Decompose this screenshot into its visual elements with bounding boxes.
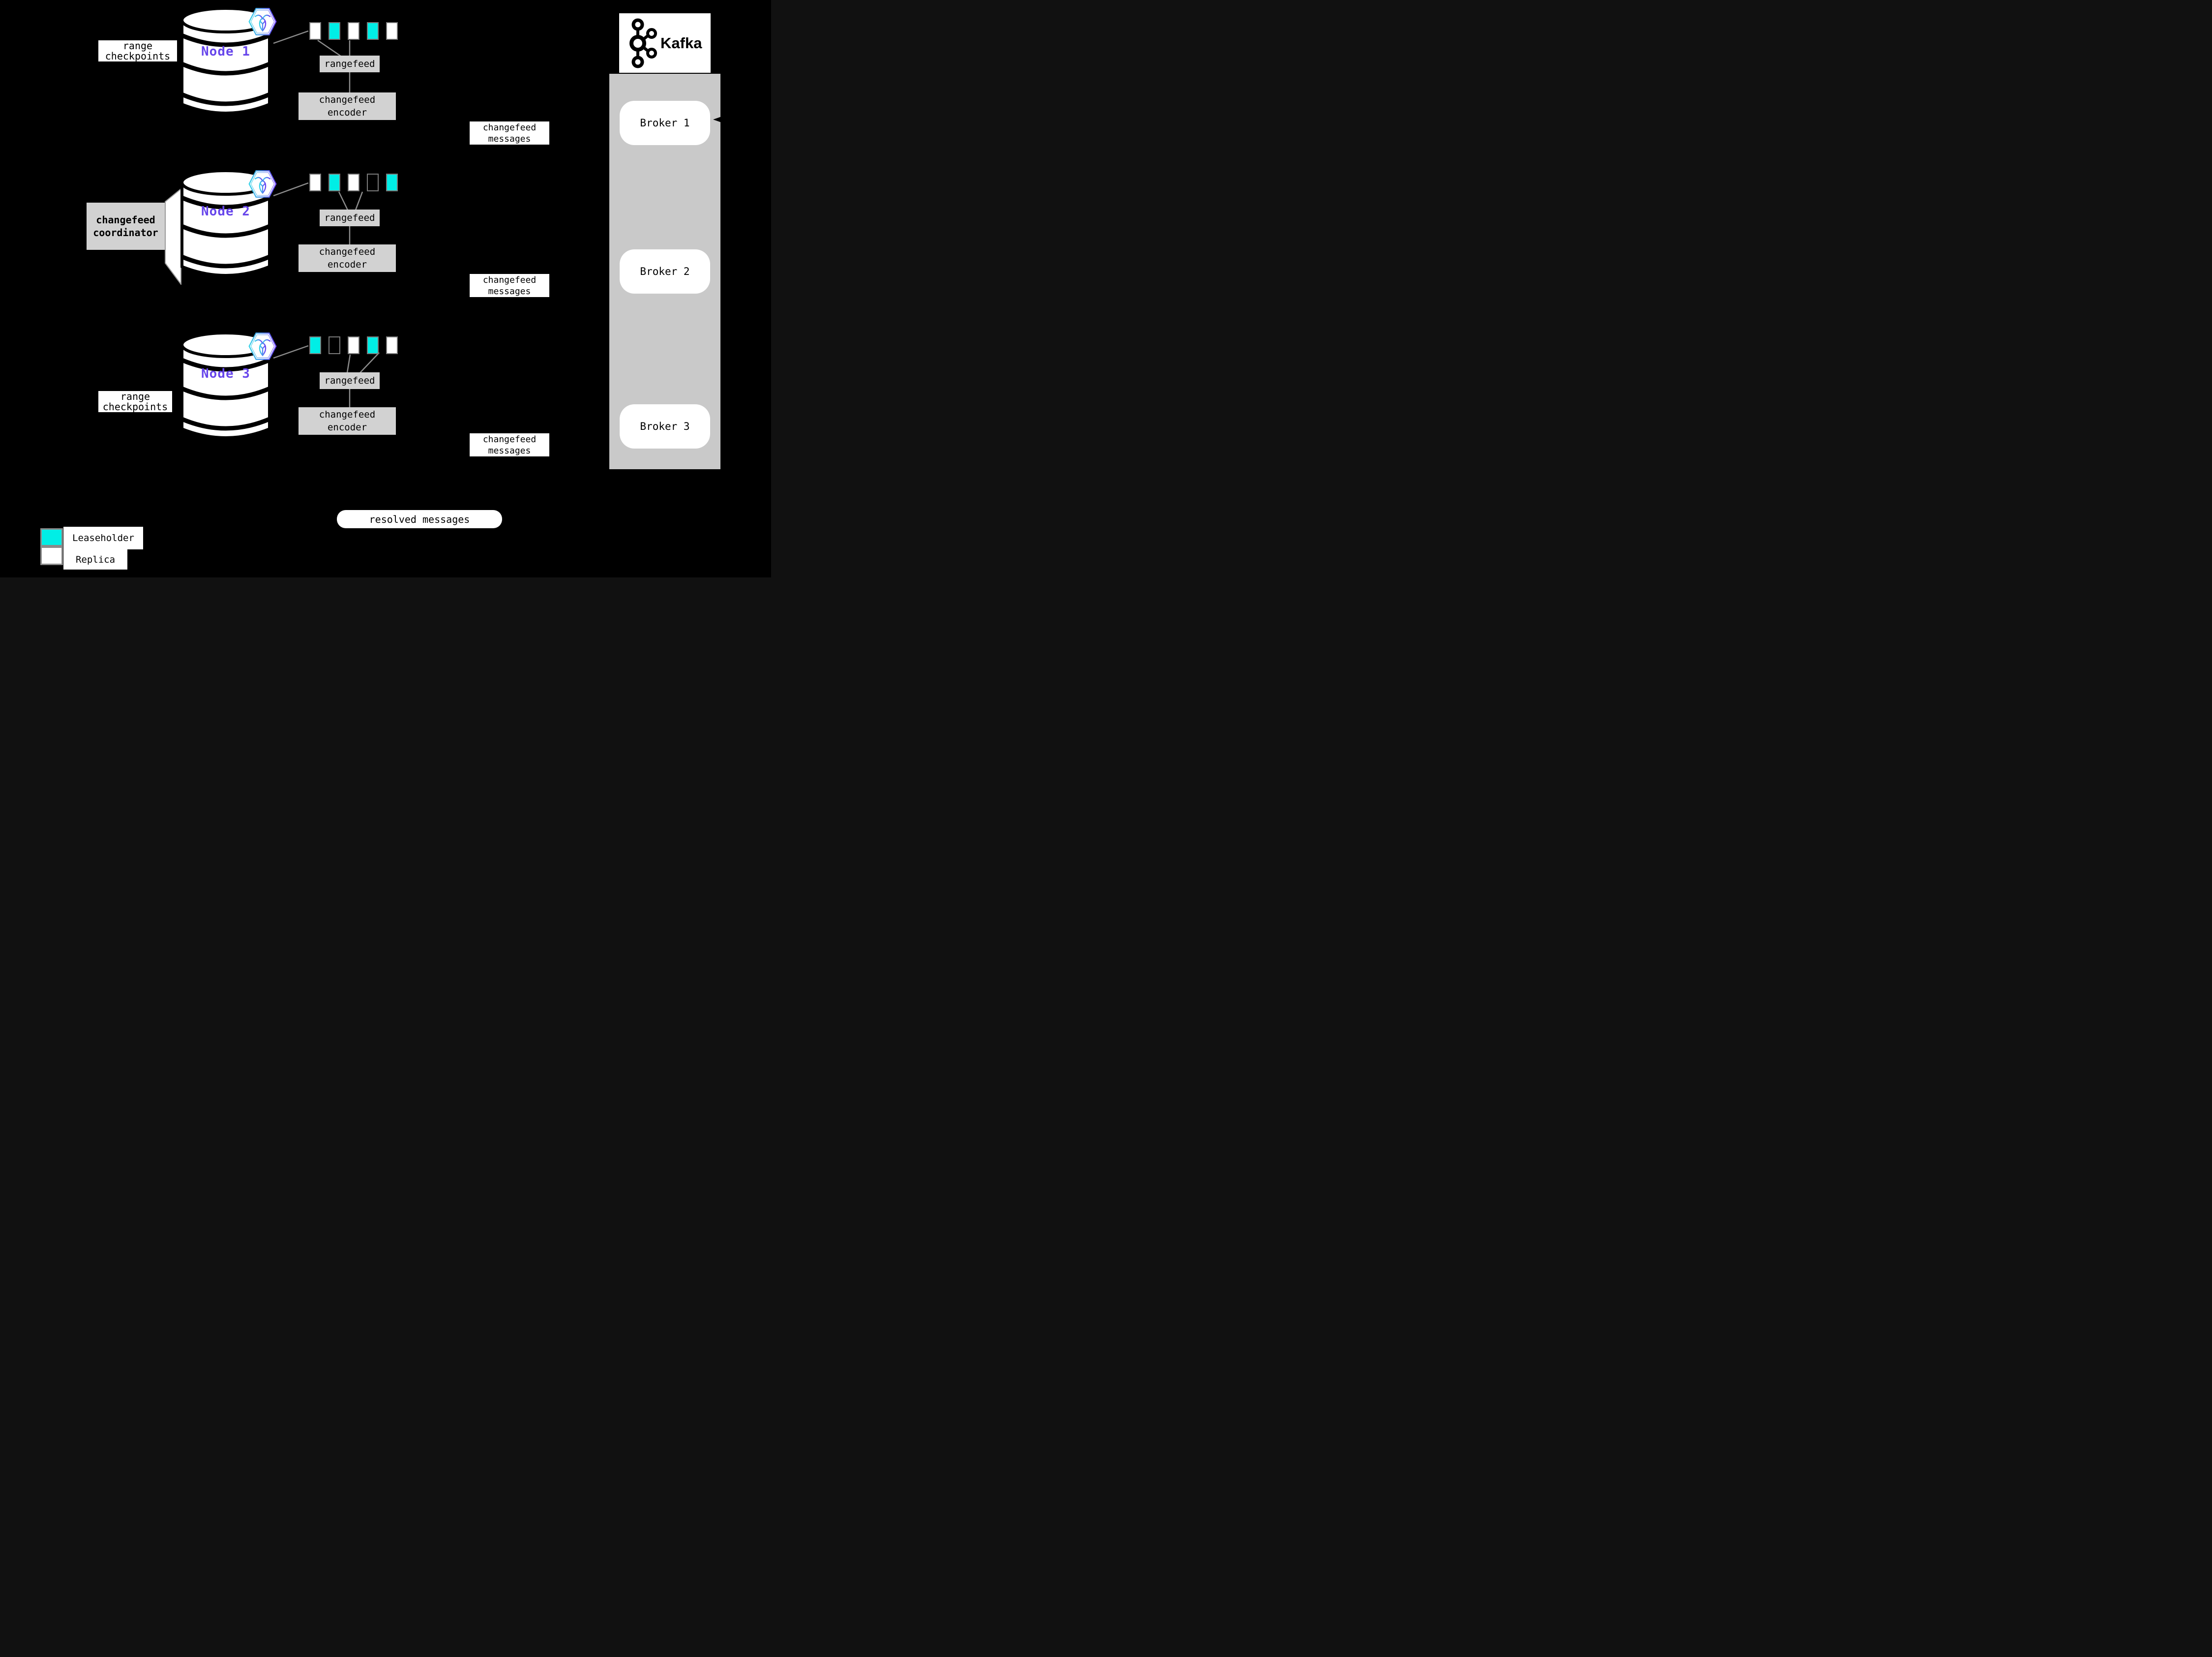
broker-3-label: Broker 3: [640, 421, 690, 432]
range-4-empty: [367, 174, 379, 191]
range-4-leaseholder: [367, 336, 379, 354]
range-5-replica: [386, 336, 398, 354]
changefeed-encoder-box-node1: changefeed encoder: [299, 92, 396, 120]
range-3-replica: [348, 336, 359, 354]
kafka-brand-label: Kafka: [660, 34, 702, 52]
range-4-leaseholder: [367, 22, 379, 40]
broker-1: Broker 1: [620, 101, 710, 145]
broker-3: Broker 3: [620, 404, 710, 449]
changefeed-architecture-diagram: Kafka Broker 1 Broker 2 Broker 3 Node 1: [0, 0, 771, 577]
range-3-replica: [348, 22, 359, 40]
range-2-leaseholder: [329, 22, 340, 40]
line-node1-to-ranges: [273, 30, 309, 44]
legend-replica-swatch: [40, 546, 63, 565]
range-5-replica: [386, 22, 398, 40]
changefeed-encoder-box-node3: changefeed encoder: [299, 407, 396, 435]
range-1-leaseholder: [309, 336, 321, 354]
range-row-node1: [309, 22, 398, 40]
changefeed-encoder-box-node2: changefeed encoder: [299, 244, 396, 272]
node-3-label: Node 3: [201, 366, 250, 381]
changefeed-coordinator-label: changefeed coordinator: [87, 203, 165, 250]
cockroachdb-icon: [248, 332, 277, 360]
range-3-replica: [348, 174, 359, 191]
changefeed-messages-label-node3: changefeed messages: [470, 433, 549, 456]
kafka-logo-icon: [629, 18, 657, 68]
line-node3-to-ranges: [273, 345, 309, 359]
rangefeed-box-node1: rangefeed: [320, 56, 380, 72]
node-2-cylinder: [180, 169, 271, 277]
range-2-empty: [329, 336, 340, 354]
line-range2-to-rangefeed2: [338, 191, 349, 211]
broker-1-label: Broker 1: [640, 117, 690, 129]
cockroachdb-icon: [248, 8, 277, 35]
range-checkpoints-label-node3: range checkpoints: [98, 391, 172, 412]
line-range3-to-rangefeed3: [346, 354, 351, 373]
changefeed-messages-label-node2: changefeed messages: [470, 274, 549, 297]
range-5-leaseholder: [386, 174, 398, 191]
rangefeed-box-node3: rangefeed: [320, 372, 380, 389]
broker-2-label: Broker 2: [640, 266, 690, 277]
range-1-replica: [309, 174, 321, 191]
range-checkpoints-label-node1: range checkpoints: [98, 40, 177, 61]
node-2-label: Node 2: [201, 204, 250, 219]
cockroachdb-icon: [248, 170, 277, 198]
legend-leaseholder-swatch: [40, 528, 63, 546]
legend-replica-label: Replica: [63, 549, 127, 570]
line-range5-to-rangefeed3: [359, 352, 380, 373]
node-1-cylinder: [180, 7, 271, 115]
arrowhead-into-broker-1: [713, 116, 723, 123]
resolved-messages-pill: resolved messages: [337, 510, 502, 528]
coordinator-pointer-shape: [165, 188, 181, 285]
changefeed-messages-label-node1: changefeed messages: [470, 121, 549, 145]
rangefeed-box-node2: rangefeed: [320, 210, 380, 226]
line-range1-to-rangefeed1: [317, 39, 341, 57]
node-1-label: Node 1: [201, 44, 250, 59]
legend-leaseholder-label: Leaseholder: [63, 527, 143, 549]
range-2-leaseholder: [329, 174, 340, 191]
range-row-node2: [309, 174, 398, 191]
line-range4-to-rangefeed2: [355, 191, 363, 211]
line-node2-to-ranges: [273, 182, 309, 197]
resolved-messages-label: resolved messages: [369, 513, 470, 525]
kafka-header: Kafka: [619, 13, 711, 73]
range-1-replica: [309, 22, 321, 40]
broker-2: Broker 2: [620, 249, 710, 294]
kafka-broker-panel: Broker 1 Broker 2 Broker 3: [609, 74, 720, 469]
connector-lines-layer: [273, 30, 380, 408]
range-row-node3: [309, 336, 398, 354]
